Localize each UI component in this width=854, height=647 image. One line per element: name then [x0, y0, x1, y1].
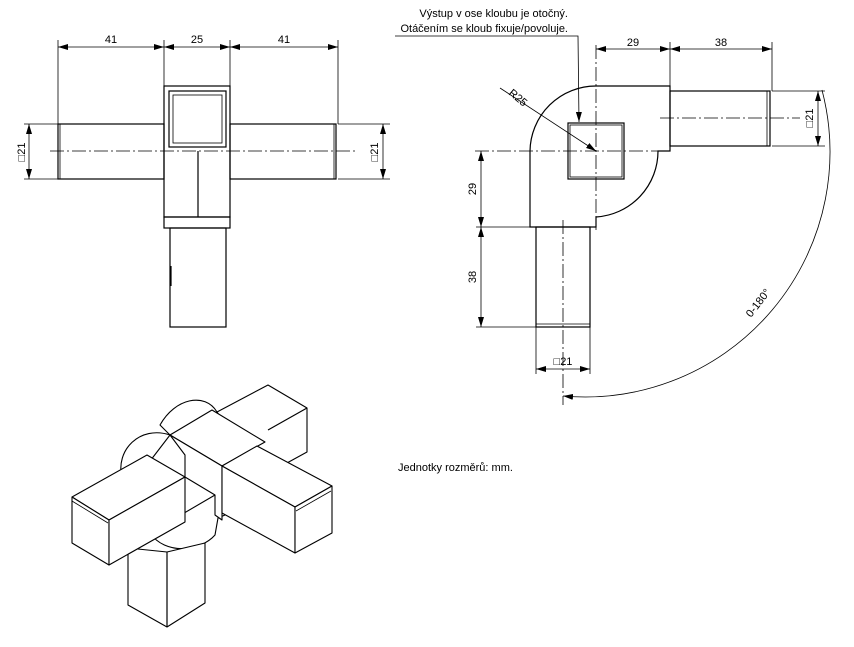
- note-leader: [395, 35, 582, 123]
- square-socket: [168, 90, 227, 148]
- dim-label: 38: [467, 271, 479, 283]
- rotation-label: 0-180°: [744, 287, 773, 320]
- dim-label: 41: [278, 34, 290, 46]
- dim-label: 38: [715, 37, 727, 49]
- block-band: [163, 216, 231, 229]
- dim-label: 25: [191, 34, 203, 46]
- radius-leader: [499, 87, 597, 152]
- iso-left-tube-side: [108, 476, 186, 566]
- units-note: Jednotky rozměrů: mm.: [398, 462, 513, 474]
- rotation-note: Výstup v ose kloubu je otočný. Otáčením …: [395, 8, 582, 123]
- joint-body: [529, 85, 671, 228]
- center-block: [163, 85, 231, 218]
- iso-right-tube-end: [294, 485, 333, 554]
- iso-edge: [295, 490, 332, 512]
- note-line-1: Výstup v ose kloubu je otočný.: [419, 8, 568, 20]
- left-tube: [57, 123, 165, 180]
- dim-label: 29: [467, 183, 479, 195]
- note-line-2: Otáčením se kloub fixuje/povoluje.: [400, 23, 568, 35]
- iso-disk-back: [159, 399, 218, 436]
- dim-label: 29: [627, 37, 639, 49]
- side-view: R25 29 38 □21 29 38 □21 0-180°: [467, 37, 831, 405]
- bottom-stem: [169, 227, 227, 328]
- iso-edge: [71, 500, 109, 524]
- side-tube: [669, 90, 771, 147]
- radius-label: R25: [506, 87, 529, 109]
- rotation-arc: [562, 89, 831, 400]
- right-tube: [229, 123, 337, 180]
- front-view: 41 25 41 □21 □21: [16, 34, 390, 328]
- iso-edge: [267, 407, 308, 431]
- dim-label: □21: [16, 143, 28, 162]
- dim-label: 41: [105, 34, 117, 46]
- square-socket-inner: [172, 94, 223, 144]
- dim-label: □21: [369, 143, 381, 162]
- dim-label: □21: [554, 356, 573, 368]
- dim-label: □21: [804, 109, 816, 128]
- isometric-view: [71, 384, 333, 628]
